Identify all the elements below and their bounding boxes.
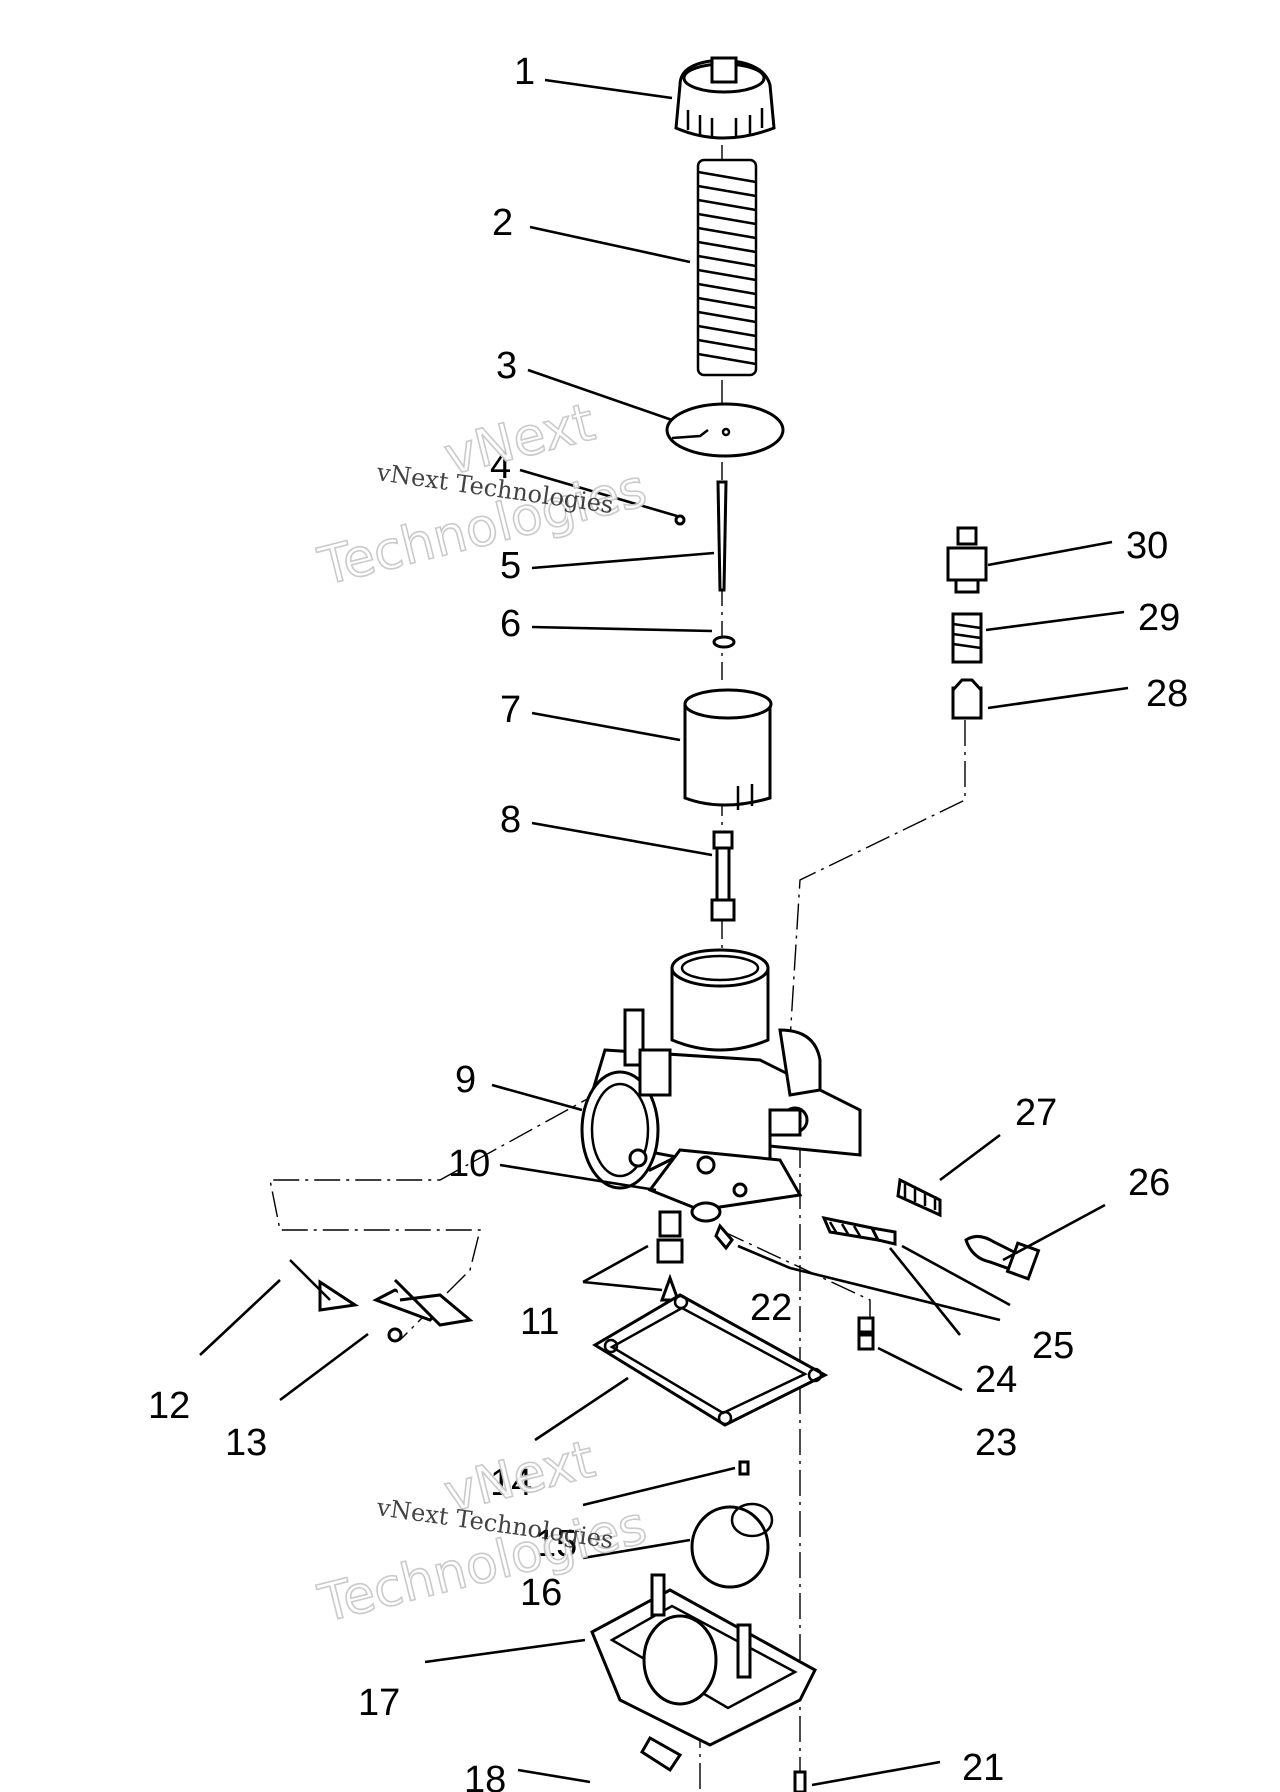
callout-4: 4 <box>490 445 511 487</box>
callout-14: 14 <box>490 1462 532 1504</box>
callout-2: 2 <box>492 202 513 244</box>
callout-9: 9 <box>455 1059 476 1101</box>
callout-25: 25 <box>1032 1325 1074 1367</box>
part-pilot-jet <box>690 1201 734 1251</box>
callout-18: 18 <box>464 1759 506 1792</box>
part-float-bowl <box>590 1573 817 1773</box>
callout-11: 11 <box>520 1301 559 1343</box>
callout-26: 26 <box>1128 1162 1170 1204</box>
part-carburetor-body <box>580 948 862 1212</box>
part-needle <box>674 480 728 592</box>
callout-7: 7 <box>500 689 521 731</box>
leader-lines <box>199 78 1129 1787</box>
callout-23: 23 <box>975 1422 1017 1464</box>
callout-8: 8 <box>500 799 521 841</box>
part-drain-screw <box>793 1770 807 1792</box>
part-cap <box>674 56 776 140</box>
watermark-top: vNext Technologies vNext Technologies <box>312 392 653 599</box>
callout-6: 6 <box>500 603 521 645</box>
part-main-jet <box>656 1210 684 1302</box>
part-starter-plunger <box>857 1316 875 1351</box>
callout-16: 16 <box>520 1572 562 1614</box>
callout-1: 1 <box>514 51 535 93</box>
part-spring <box>696 158 758 377</box>
callout-5: 5 <box>500 545 521 587</box>
callout-labels: 1 2 3 4 5 6 7 8 9 10 11 12 13 14 15 16 1… <box>148 51 1188 1792</box>
part-pilot-air-screw <box>821 1215 897 1246</box>
callout-12: 12 <box>148 1385 190 1427</box>
callout-30: 30 <box>1126 525 1168 567</box>
callout-29: 29 <box>1138 597 1180 639</box>
callout-13: 13 <box>225 1422 267 1464</box>
callout-22: 22 <box>750 1287 792 1329</box>
watermark-bottom: vNext Technologies vNext Technologies <box>312 1429 653 1636</box>
callout-28: 28 <box>1146 673 1188 715</box>
callout-21: 21 <box>962 1747 1004 1789</box>
callout-3: 3 <box>496 345 517 387</box>
part-needle-jet <box>710 830 736 922</box>
callout-15: 15 <box>535 1523 577 1565</box>
part-float <box>690 1460 774 1589</box>
part-throttle-stop-screw <box>896 1177 1041 1281</box>
part-gasket <box>592 1293 829 1427</box>
part-float-arm <box>289 1259 474 1343</box>
part-throttle-valve <box>683 688 773 810</box>
callout-24: 24 <box>975 1359 1017 1401</box>
callout-10: 10 <box>448 1143 490 1185</box>
callout-17: 17 <box>358 1682 400 1724</box>
callout-27: 27 <box>1015 1092 1057 1134</box>
part-plate <box>665 402 785 458</box>
part-washer <box>712 635 736 649</box>
part-starter-fitting <box>946 526 988 720</box>
